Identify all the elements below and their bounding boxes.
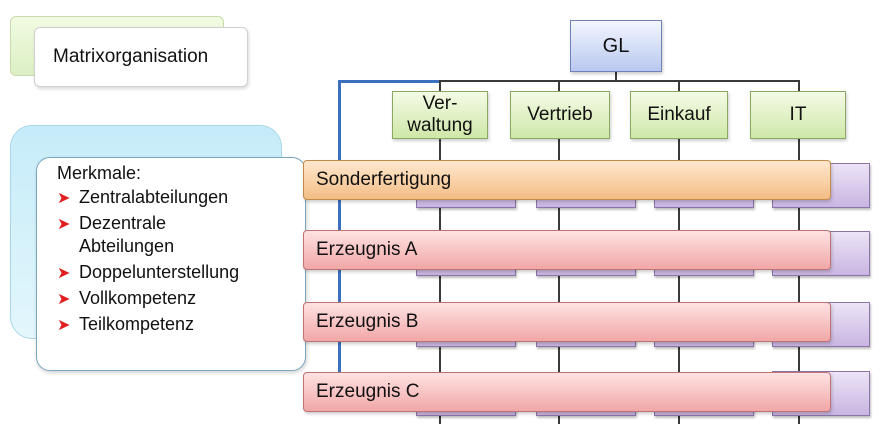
connector-dept-3 [678, 80, 680, 91]
row-erzeugnis-b: Erzeugnis B [303, 302, 831, 342]
dept-label: IT [789, 104, 807, 125]
dept-verwaltung: Ver-waltung [392, 91, 488, 139]
connector-horizontal [340, 80, 800, 82]
list-item: ➤Vollkompetenz [57, 287, 305, 310]
row-erzeugnis-a: Erzeugnis A [303, 230, 831, 270]
dept-it: IT [750, 91, 846, 139]
list-item: ➤Doppelunterstellung [57, 261, 305, 284]
dept-label: Einkauf [647, 104, 711, 125]
row-erzeugnis-c: Erzeugnis C [303, 372, 831, 412]
merkmale-panel: Merkmale: ➤Zentralabteilungen ➤Dezentral… [36, 157, 306, 371]
list-item: ➤Teilkompetenz [57, 313, 305, 336]
connector-dept-4 [798, 80, 800, 91]
connector-gl-down [615, 72, 617, 82]
dept-line-2 [558, 139, 560, 424]
dept-line-3 [678, 139, 680, 424]
arrow-bullet-icon: ➤ [57, 291, 71, 308]
connector-dept-1 [439, 80, 441, 91]
dept-line-1 [439, 139, 441, 424]
page-title: Matrixorganisation [34, 27, 248, 87]
arrow-bullet-icon: ➤ [57, 265, 71, 282]
arrow-bullet-icon: ➤ [57, 190, 71, 207]
connector-blue-horizontal [340, 80, 440, 83]
list-item: ➤Dezentrale Abteilungen [57, 213, 175, 256]
gl-box: GL [570, 20, 662, 72]
dept-label: waltung [407, 115, 473, 136]
arrow-bullet-icon: ➤ [57, 317, 71, 334]
dept-line-4 [798, 139, 800, 424]
connector-dept-2 [558, 80, 560, 91]
dept-einkauf: Einkauf [630, 91, 728, 139]
dept-label: Ver- [422, 93, 458, 114]
row-sonderfertigung: Sonderfertigung [303, 160, 831, 200]
dept-vertrieb: Vertrieb [510, 91, 610, 139]
dept-label: Vertrieb [527, 104, 593, 125]
arrow-bullet-icon: ➤ [57, 216, 71, 233]
merkmale-heading: Merkmale: [57, 163, 142, 183]
list-item: ➤Zentralabteilungen [57, 186, 305, 209]
merkmale-list: ➤Zentralabteilungen ➤Dezentrale Abteilun… [57, 186, 305, 336]
